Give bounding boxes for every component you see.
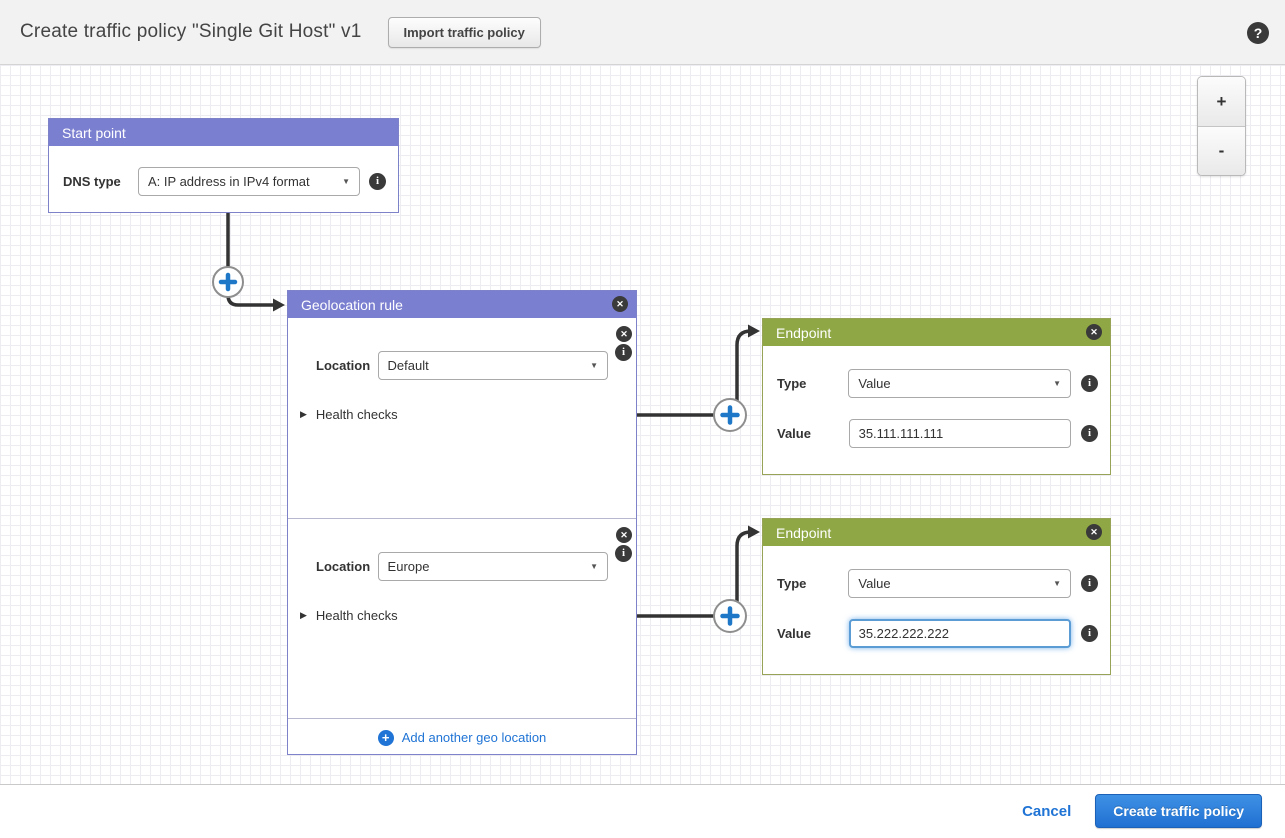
- endpoint-node-2: Endpoint ✕ Type Value ▼ i Value i: [762, 518, 1111, 675]
- start-point-title: Start point: [62, 124, 126, 141]
- health-checks-expander[interactable]: ▶ Health checks: [288, 407, 636, 422]
- close-icon[interactable]: ✕: [612, 296, 628, 312]
- endpoint-value-input[interactable]: [848, 419, 1071, 448]
- endpoint-type-info-icon[interactable]: i: [1081, 375, 1098, 392]
- chevron-down-icon: ▼: [1053, 579, 1061, 588]
- cancel-link[interactable]: Cancel: [1022, 802, 1072, 820]
- endpoint-title: Endpoint: [776, 324, 832, 341]
- location-value: Default: [387, 358, 429, 373]
- add-geo-location-link[interactable]: + Add another geo location: [288, 718, 636, 756]
- dns-type-info-icon[interactable]: i: [369, 173, 386, 190]
- endpoint-title: Endpoint: [776, 524, 832, 541]
- endpoint-header: Endpoint ✕: [763, 319, 1110, 346]
- geolocation-rule-header: Geolocation rule ✕: [288, 291, 636, 318]
- import-traffic-policy-button[interactable]: Import traffic policy: [387, 16, 541, 48]
- chevron-down-icon: ▼: [590, 361, 598, 370]
- endpoint-node-1: Endpoint ✕ Type Value ▼ i Value i: [762, 318, 1111, 475]
- add-geo-location-label: Add another geo location: [401, 730, 547, 745]
- start-point-header: Start point: [49, 119, 398, 146]
- endpoint-value-input-focused[interactable]: [848, 619, 1071, 648]
- page-footer: Cancel Create traffic policy: [0, 785, 1285, 837]
- endpoint-type-info-icon[interactable]: i: [1081, 575, 1098, 592]
- close-icon[interactable]: ✕: [616, 326, 632, 342]
- endpoint-value-label: Value: [777, 426, 811, 441]
- collapsed-arrow-icon: ▶: [300, 409, 307, 419]
- endpoint-type-select[interactable]: Value ▼: [848, 369, 1071, 398]
- dns-type-select[interactable]: A: IP address in IPv4 format ▼: [138, 167, 360, 196]
- location-info-icon[interactable]: i: [615, 545, 632, 562]
- geolocation-rule-title: Geolocation rule: [301, 296, 403, 313]
- add-rule-plus-icon: [212, 266, 244, 298]
- location-label: Location: [316, 559, 371, 574]
- endpoint-type-value: Value: [858, 376, 891, 391]
- location-select[interactable]: Europe ▼: [377, 552, 608, 581]
- location-label: Location: [316, 358, 371, 373]
- collapsed-arrow-icon: ▶: [300, 610, 307, 620]
- health-checks-label: Health checks: [315, 608, 398, 623]
- endpoint-value-label: Value: [777, 626, 811, 641]
- geolocation-rule-node: Geolocation rule ✕ ✕ i Location Default …: [287, 290, 637, 755]
- endpoint-type-value: Value: [858, 576, 891, 591]
- help-icon[interactable]: ?: [1247, 22, 1269, 44]
- endpoint-type-label: Type: [777, 376, 807, 391]
- plus-circle-icon: +: [377, 729, 394, 746]
- traffic-policy-canvas: + - Start point DNS type A: IP address i…: [0, 65, 1285, 785]
- zoom-in-button[interactable]: +: [1198, 77, 1245, 126]
- health-checks-expander[interactable]: ▶ Health checks: [288, 608, 636, 623]
- location-info-icon[interactable]: i: [615, 344, 632, 361]
- close-icon[interactable]: ✕: [1086, 324, 1102, 340]
- add-endpoint-plus-icon: [713, 398, 747, 432]
- chevron-down-icon: ▼: [342, 177, 350, 186]
- page-title: Create traffic policy "Single Git Host" …: [20, 21, 362, 42]
- add-endpoint-plus-icon: [713, 599, 747, 633]
- location-select[interactable]: Default ▼: [377, 351, 608, 380]
- start-point-node: Start point DNS type A: IP address in IP…: [48, 118, 399, 213]
- dns-type-value: A: IP address in IPv4 format: [148, 174, 310, 189]
- geo-section-default: ✕ i Location Default ▼ ▶ Health checks: [288, 318, 636, 518]
- create-traffic-policy-button[interactable]: Create traffic policy: [1095, 794, 1262, 828]
- endpoint-type-select[interactable]: Value ▼: [848, 569, 1071, 598]
- zoom-controls: + -: [1197, 76, 1246, 176]
- dns-type-label: DNS type: [63, 174, 121, 189]
- close-icon[interactable]: ✕: [616, 527, 632, 543]
- location-value: Europe: [387, 559, 430, 574]
- endpoint-value-info-icon[interactable]: i: [1081, 425, 1098, 442]
- chevron-down-icon: ▼: [590, 562, 598, 571]
- zoom-out-button[interactable]: -: [1198, 126, 1245, 175]
- close-icon[interactable]: ✕: [1086, 524, 1102, 540]
- chevron-down-icon: ▼: [1053, 379, 1061, 388]
- health-checks-label: Health checks: [315, 407, 398, 422]
- top-bar: Create traffic policy "Single Git Host" …: [0, 0, 1285, 65]
- endpoint-type-label: Type: [777, 576, 807, 591]
- endpoint-header: Endpoint ✕: [763, 519, 1110, 546]
- endpoint-value-info-icon[interactable]: i: [1081, 625, 1098, 642]
- geo-section-europe: ✕ i Location Europe ▼ ▶ Health checks: [288, 518, 636, 718]
